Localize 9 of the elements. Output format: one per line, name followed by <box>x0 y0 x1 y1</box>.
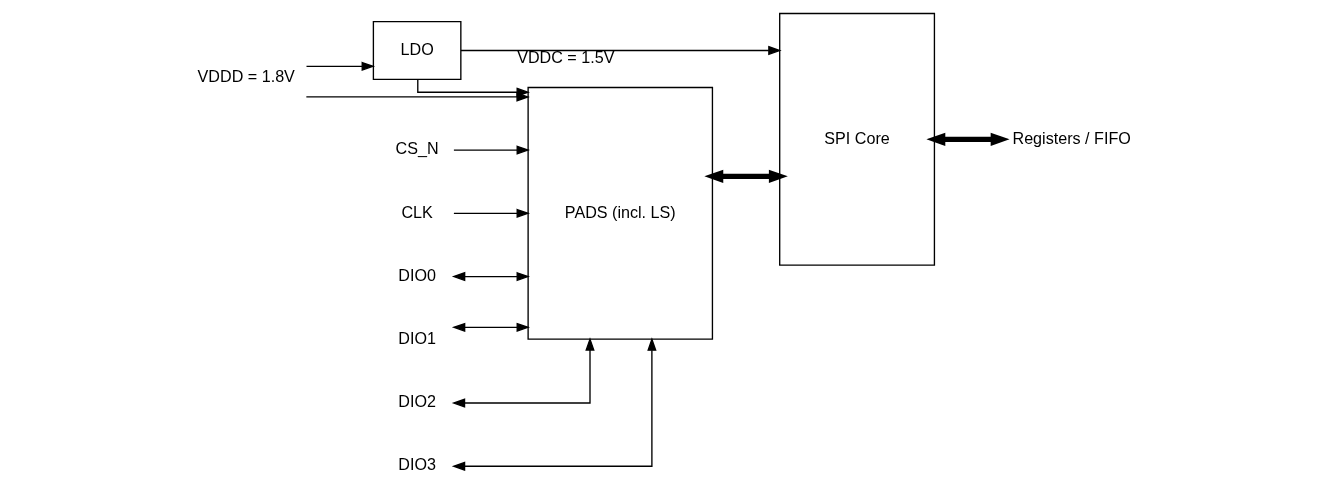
node-text: CS_N <box>395 139 439 158</box>
node-text: DIO3 <box>398 455 436 474</box>
node-text: Registers / FIFO <box>1012 128 1131 147</box>
edge-label: VDDC = 1.5V <box>517 48 615 67</box>
node-text: VDDD = 1.8V <box>197 66 295 85</box>
node-text: DIO1 <box>398 328 436 347</box>
node-text: DIO0 <box>398 265 436 284</box>
node-text: DIO2 <box>398 392 436 411</box>
node-text: CLK <box>401 202 433 221</box>
